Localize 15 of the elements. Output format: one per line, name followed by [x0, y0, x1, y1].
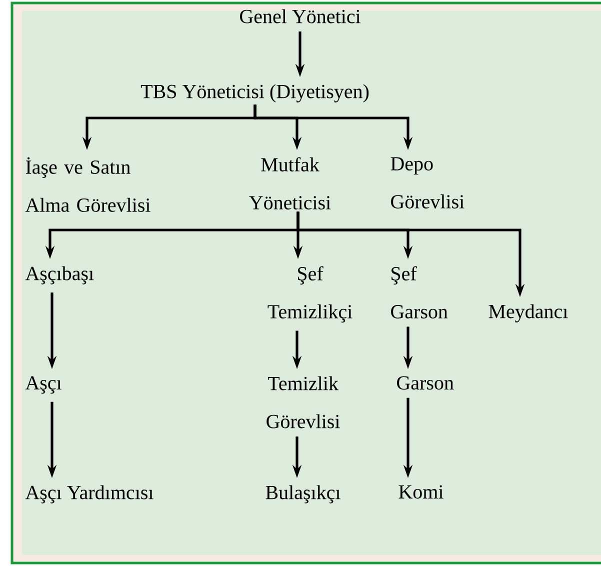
position-label: Şef Garson — [391, 266, 448, 318]
position-label: İaşe ve Satın Alma Görevlisi — [25, 157, 150, 212]
position-label: Aşçı Yardımcısı — [25, 485, 154, 504]
position-label: Temizlik Görevlisi — [266, 376, 340, 428]
position-label: TBS Yöneticisi (Diyetisyen) — [140, 84, 369, 102]
position-label: Aşçı — [25, 376, 62, 394]
position-label: Mutfak Yöneticisi — [249, 157, 331, 210]
position-label: Komi — [398, 485, 444, 499]
position-label: Şef Temizlikçi — [268, 266, 352, 323]
position-label: Depo Görevlisi — [390, 157, 464, 208]
position-label: Meydancı — [488, 304, 568, 322]
position-label: Garson — [397, 376, 454, 390]
position-label: Genel Yönetici — [240, 9, 360, 24]
position-label: Bulaşıkçı — [266, 485, 340, 504]
position-label: Aşçıbaşı — [25, 266, 94, 284]
